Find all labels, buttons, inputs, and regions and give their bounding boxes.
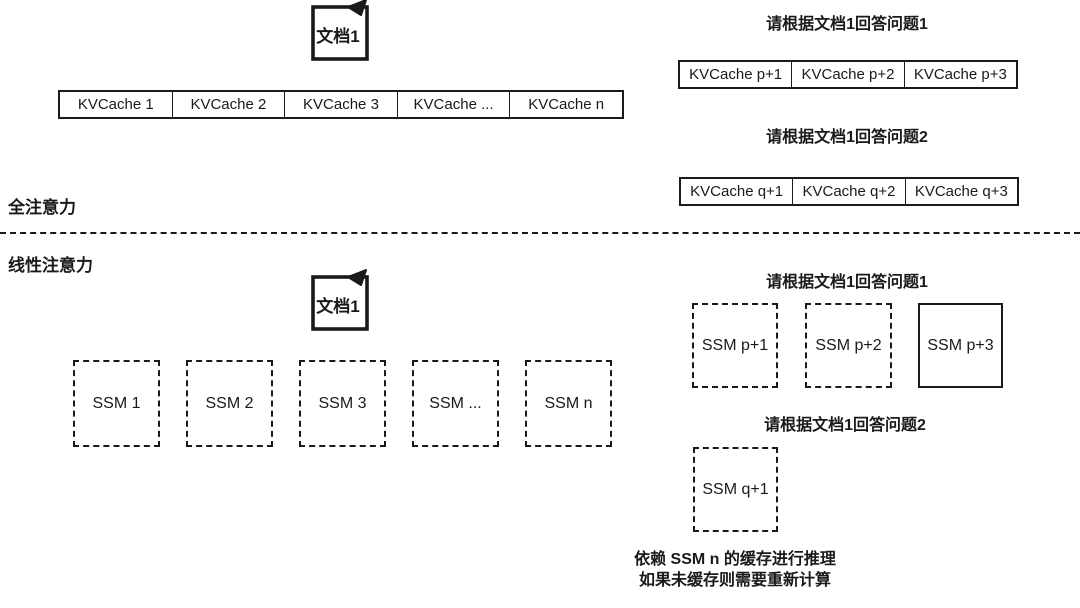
kvcache-cell: KVCache q+3 bbox=[904, 179, 1017, 204]
ssm-state-box: SSM 3 bbox=[299, 360, 386, 447]
document-box-bottom: 文档1 bbox=[308, 268, 370, 332]
ssm-prompt1-box: SSM p+2 bbox=[805, 303, 892, 388]
section-divider bbox=[0, 232, 1080, 234]
kvcache-cell: KVCache 3 bbox=[284, 92, 397, 117]
kvcache-prompt1-row: KVCache p+1 KVCache p+2 KVCache p+3 bbox=[678, 60, 1018, 89]
linear-attention-section-label: 线性注意力 bbox=[8, 256, 93, 275]
document-icon bbox=[311, 269, 369, 331]
ssm-state-box: SSM ... bbox=[412, 360, 499, 447]
ssm-state-box: SSM 1 bbox=[73, 360, 160, 447]
kvcache-cell: KVCache n bbox=[509, 92, 622, 117]
ssm-state-box: SSM 2 bbox=[186, 360, 273, 447]
kvcache-cell: KVCache p+2 bbox=[791, 62, 903, 87]
full-attention-prompt1-heading: 请根据文档1回答问题1 bbox=[766, 16, 928, 33]
document-label: 文档1 bbox=[316, 297, 360, 316]
document-icon bbox=[311, 0, 369, 61]
linear-attention-prompt2-heading: 请根据文档1回答问题2 bbox=[764, 417, 926, 434]
linear-attention-caption: 依赖 SSM n 的缓存进行推理 如果未缓存则需要重新计算 bbox=[615, 549, 855, 591]
kvcache-cell: KVCache ... bbox=[396, 92, 510, 117]
full-attention-section-label: 全注意力 bbox=[8, 198, 76, 217]
caption-line-2: 如果未缓存则需要重新计算 bbox=[638, 572, 831, 589]
ssm-prompt1-box: SSM p+1 bbox=[692, 303, 778, 388]
ssm-prompt2-box: SSM q+1 bbox=[693, 447, 778, 532]
ssm-prompt1-box-cached: SSM p+3 bbox=[918, 303, 1003, 388]
ssm-state-box: SSM n bbox=[525, 360, 612, 447]
kvcache-prompt2-row: KVCache q+1 KVCache q+2 KVCache q+3 bbox=[679, 177, 1019, 206]
linear-attention-prompt1-heading: 请根据文档1回答问题1 bbox=[766, 274, 928, 291]
kvcache-cell: KVCache p+1 bbox=[689, 66, 783, 83]
document-label: 文档1 bbox=[316, 27, 360, 46]
document-box-top: 文档1 bbox=[308, 0, 370, 62]
kvcache-cell: KVCache 1 bbox=[77, 96, 154, 113]
kvcache-cell: KVCache 2 bbox=[171, 92, 285, 117]
kvcache-cell: KVCache p+3 bbox=[903, 62, 1016, 87]
kvcache-cell: KVCache q+2 bbox=[792, 179, 904, 204]
caption-line-1: 依赖 SSM n 的缓存进行推理 bbox=[634, 551, 836, 568]
full-attention-prompt2-heading: 请根据文档1回答问题2 bbox=[766, 129, 928, 146]
kvcache-document-row: KVCache 1 KVCache 2 KVCache 3 KVCache ..… bbox=[58, 90, 624, 119]
kvcache-cell: KVCache q+1 bbox=[690, 183, 784, 200]
